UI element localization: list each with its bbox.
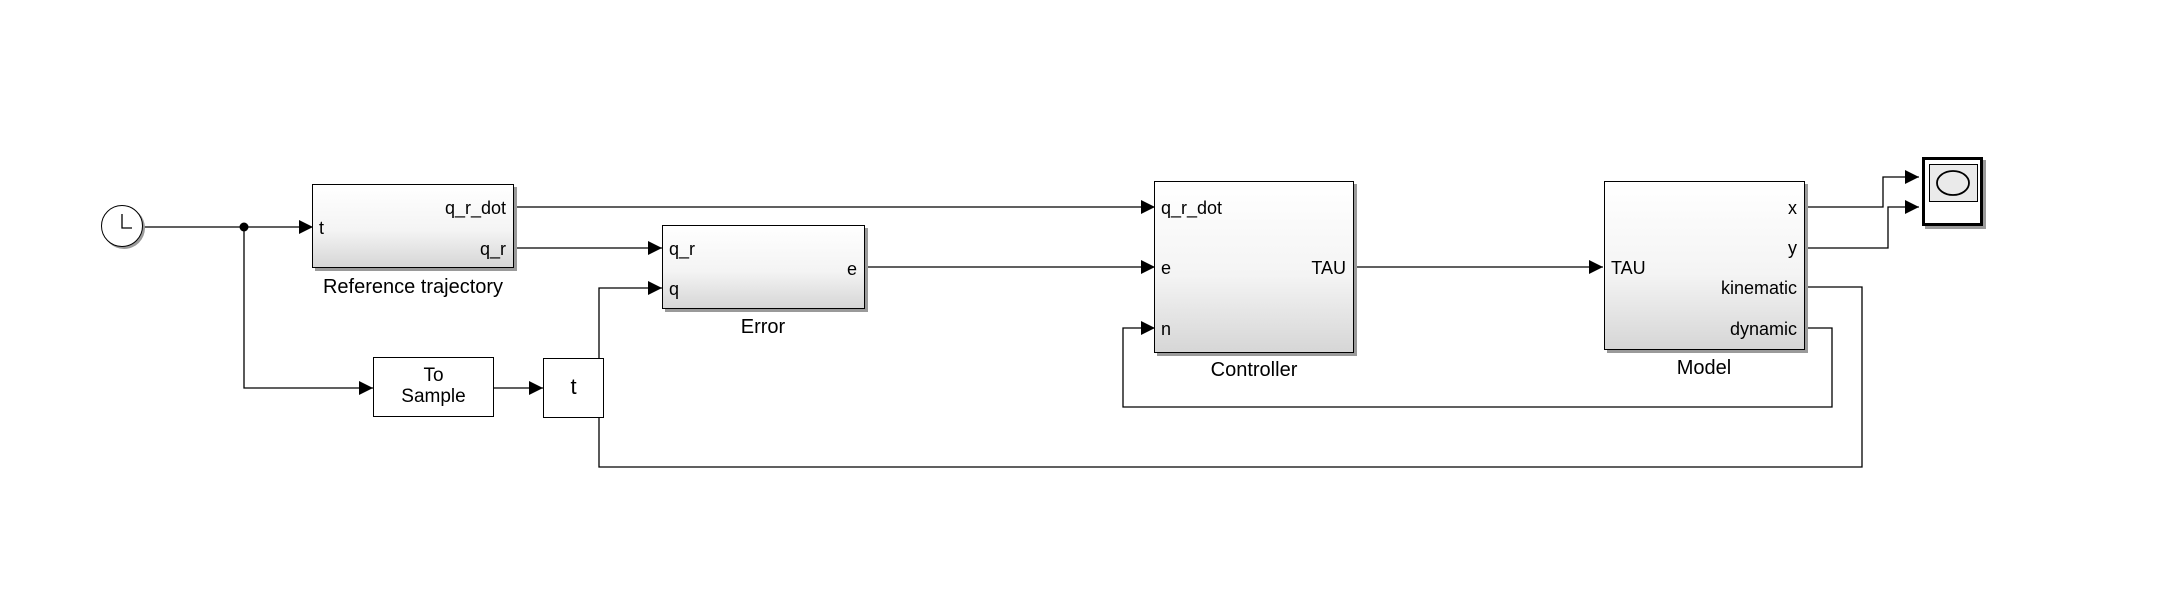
clock-block[interactable]	[101, 205, 143, 247]
to-sample-block[interactable]: To Sample	[373, 357, 494, 417]
port-label-t: t	[319, 218, 325, 238]
model-caption: Model	[1676, 357, 1732, 379]
error-caption: Error	[740, 316, 786, 338]
signal-clock-to-tosample[interactable]	[243, 227, 373, 395]
scope-icon	[1936, 170, 1970, 196]
port-label-x: x	[1788, 198, 1797, 218]
port-label-tau: TAU	[1611, 258, 1646, 278]
signal-kinematic-to-error[interactable]	[598, 281, 1863, 468]
port-label-kinematic: kinematic	[1720, 278, 1797, 298]
port-label-y: y	[1788, 238, 1797, 258]
port-label-tau: TAU	[1311, 258, 1346, 278]
to-sample-label-line1: To	[423, 365, 444, 386]
port-label-n: n	[1161, 319, 1172, 339]
to-sample-label-line2: Sample	[401, 386, 466, 407]
controller-caption: Controller	[1210, 359, 1298, 381]
port-label-q-r-dot: q_r_dot	[1161, 198, 1223, 218]
model-block[interactable]: TAU x y kinematic dynamic	[1604, 181, 1805, 350]
port-label-dynamic: dynamic	[1729, 319, 1797, 339]
scope-block[interactable]	[1922, 157, 1983, 226]
reference-trajectory-caption: Reference trajectory	[322, 276, 504, 298]
port-label-q-r: q_r	[479, 239, 506, 259]
controller-block[interactable]: q_r_dot e n TAU	[1154, 181, 1354, 353]
port-label-e: e	[1161, 258, 1172, 278]
port-label-q-r: q_r	[669, 239, 696, 259]
signal-x-to-scope[interactable]	[1805, 170, 1919, 208]
port-label-q: q	[669, 279, 680, 299]
goto-t-label: t	[570, 374, 577, 399]
scope-screen	[1929, 164, 1978, 202]
goto-t-block[interactable]: t	[543, 358, 604, 418]
port-label-e: e	[846, 259, 857, 279]
error-block[interactable]: q_r q e	[662, 225, 865, 309]
reference-trajectory-block[interactable]: t q_r_dot q_r	[312, 184, 514, 268]
signal-y-to-scope[interactable]	[1805, 200, 1919, 249]
port-label-q-r-dot: q_r_dot	[444, 198, 506, 218]
signal-dynamic-to-controller[interactable]	[1122, 321, 1833, 408]
clock-icon	[121, 214, 132, 229]
branch-point	[239, 222, 249, 232]
